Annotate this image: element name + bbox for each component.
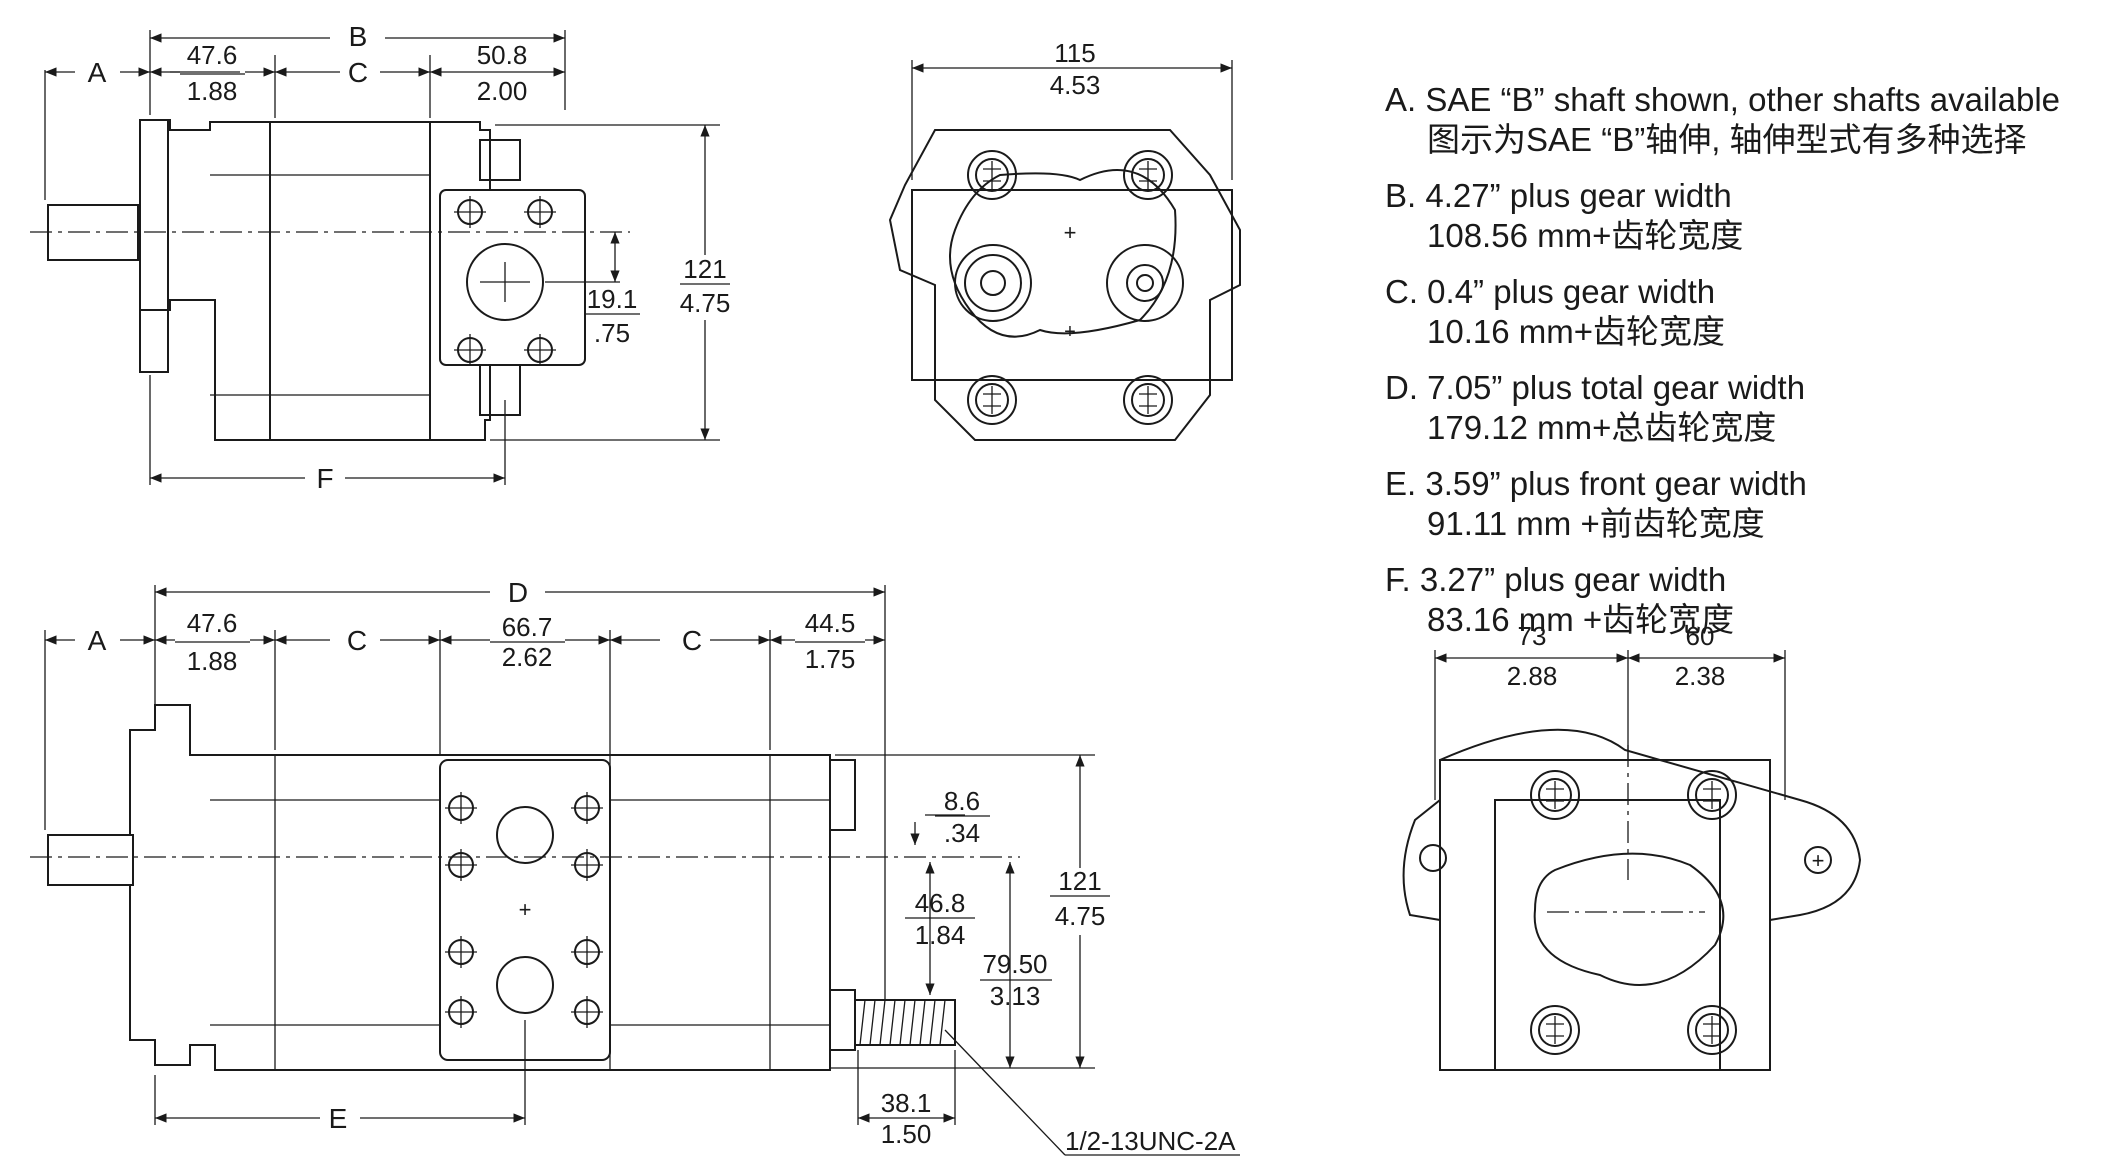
notes-list: A. SAE “B” shaft shown, other shafts ava… — [1385, 80, 2105, 656]
note-text-cn: 179.12 mm+总齿轮宽度 — [1427, 409, 1777, 446]
svg-text:+: + — [1812, 848, 1825, 873]
dim-mm: 19.1 — [587, 284, 638, 314]
note-text-en: A. SAE “B” shaft shown, other shafts ava… — [1385, 81, 2061, 118]
svg-text:+: + — [1064, 220, 1077, 245]
dim-mm: 66.7 — [502, 612, 553, 642]
note-c: C. 0.4” plus gear width 10.16 mm+齿轮宽度 — [1385, 272, 2105, 352]
top-side-view: B A C 47.6 1.88 50.8 2.00 121 4.75 19.1 … — [30, 21, 730, 494]
label-D: D — [508, 577, 528, 608]
dim-in: 1.75 — [805, 644, 856, 674]
dim-mm: 121 — [1058, 866, 1101, 896]
note-text-en: C. 0.4” plus gear width — [1385, 273, 1716, 310]
note-f: F. 3.27” plus gear width 83.16 mm +齿轮宽度 — [1385, 560, 2105, 640]
note-text-cn: 10.16 mm+齿轮宽度 — [1427, 313, 1725, 350]
note-d: D. 7.05” plus total gear width 179.12 mm… — [1385, 368, 2105, 448]
dim-in: 1.84 — [915, 920, 966, 950]
note-text-en: F. 3.27” plus gear width — [1385, 561, 1727, 598]
svg-text:+: + — [1064, 321, 1076, 343]
dim-in: 4.75 — [1055, 901, 1106, 931]
dim-in: 4.53 — [1050, 70, 1101, 100]
dim-mm: 73 — [1518, 621, 1547, 651]
label-F: F — [316, 463, 333, 494]
svg-text:+: + — [519, 897, 532, 922]
note-text-cn: 108.56 mm+齿轮宽度 — [1427, 217, 1744, 254]
dim-in: 1.88 — [187, 76, 238, 106]
note-text-cn: 91.11 mm +前齿轮宽度 — [1427, 505, 1765, 542]
label-E: E — [329, 1103, 348, 1134]
note-a: A. SAE “B” shaft shown, other shafts ava… — [1385, 80, 2105, 160]
note-e: E. 3.59” plus front gear width 91.11 mm … — [1385, 464, 2105, 544]
dim-in: 4.75 — [680, 288, 731, 318]
dim-mm: 79.50 — [982, 949, 1047, 979]
top-end-view: + + 115 4.53 — [888, 38, 1241, 441]
note-b: B. 4.27” plus gear width 108.56 mm+齿轮宽度 — [1385, 176, 2105, 256]
label-A: A — [88, 625, 107, 656]
bottom-side-view: + D A C C 47. — [30, 577, 1240, 1156]
dim-mm: 60 — [1686, 621, 1715, 651]
dim-in: .34 — [944, 818, 980, 848]
dim-in: 3.13 — [990, 981, 1041, 1011]
note-text-cn: 图示为SAE “B”轴伸, 轴伸型式有多种选择 — [1427, 121, 2027, 158]
dim-in: 1.50 — [881, 1119, 932, 1149]
dim-mm: 47.6 — [187, 608, 238, 638]
dim-mm: 115 — [1054, 38, 1095, 68]
dim-mm: 50.8 — [477, 40, 528, 70]
label-A: A — [88, 57, 107, 88]
label-C: C — [348, 57, 368, 88]
note-text-en: D. 7.05” plus total gear width — [1385, 369, 1806, 406]
thread-hatch — [859, 999, 946, 1046]
dim-mm: 46.8 — [915, 888, 966, 918]
dim-mm: 121 — [683, 254, 726, 284]
bottom-end-view: + 73 2.88 60 2.38 — [1402, 621, 1862, 1071]
dim-mm: 44.5 — [805, 608, 856, 638]
note-text-en: B. 4.27” plus gear width — [1385, 177, 1732, 214]
dim-mm: 47.6 — [187, 40, 238, 70]
dim-in: 2.38 — [1675, 661, 1726, 691]
dim-in: 2.62 — [502, 642, 553, 672]
dim-in: 1.88 — [187, 646, 238, 676]
dim-mm: 8.6 — [944, 786, 980, 816]
label-C: C — [347, 625, 367, 656]
label-C: C — [682, 625, 702, 656]
label-B: B — [349, 21, 368, 52]
thread-spec: 1/2-13UNC-2A — [1065, 1126, 1236, 1156]
dim-in: 2.88 — [1507, 661, 1558, 691]
dim-in: 2.00 — [477, 76, 528, 106]
note-text-cn: 83.16 mm +齿轮宽度 — [1427, 601, 1735, 638]
dim-mm: 38.1 — [881, 1088, 932, 1118]
dim-in: .75 — [594, 318, 630, 348]
note-text-en: E. 3.59” plus front gear width — [1385, 465, 1807, 502]
